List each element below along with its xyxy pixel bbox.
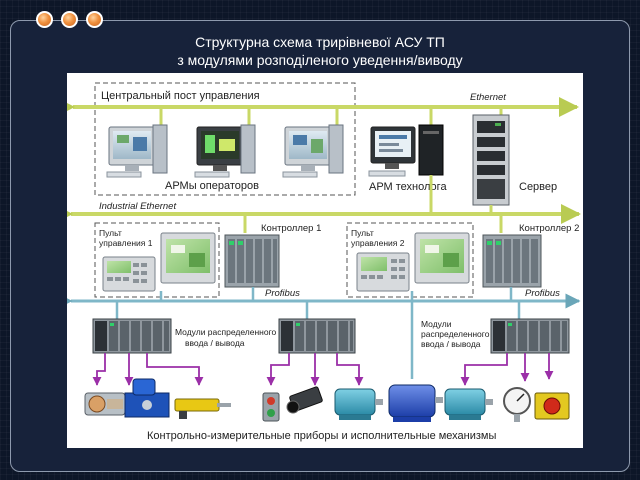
motor-device bbox=[444, 388, 493, 420]
camera-sensor-device bbox=[286, 386, 323, 414]
dist-io-mid-line3: ввода / вывода bbox=[421, 339, 481, 349]
central-post-label: Центральный пост управления bbox=[101, 90, 260, 102]
control-panel-2-group: Пульт управления 2 bbox=[346, 222, 474, 298]
operators-label: АРМы операторов bbox=[165, 180, 259, 192]
profibus-bus: Profibus Profibus bbox=[57, 288, 581, 309]
motor-device bbox=[334, 388, 383, 420]
distributed-io-module-right bbox=[490, 318, 570, 354]
industrial-ethernet-drops bbox=[243, 175, 503, 233]
hydraulic-pump-device bbox=[124, 378, 170, 418]
operator-workstation bbox=[106, 124, 168, 178]
controller-1 bbox=[224, 234, 280, 288]
decor-dots bbox=[36, 11, 103, 28]
technologist-workstation bbox=[368, 124, 444, 177]
distributed-io-module-middle bbox=[278, 318, 356, 354]
ethernet-drops bbox=[159, 107, 503, 125]
pushbutton-device bbox=[262, 392, 280, 422]
profibus-label-left: Profibus bbox=[265, 288, 300, 299]
panel1-label-line2: управления 1 bbox=[99, 238, 153, 248]
profibus-label-right: Profibus bbox=[525, 288, 560, 299]
operator-workstation bbox=[194, 124, 256, 178]
ethernet-bus: Ethernet bbox=[55, 92, 579, 117]
decor-dot bbox=[61, 11, 78, 28]
server-rack bbox=[472, 114, 510, 206]
operator-workstation bbox=[282, 124, 344, 178]
motor-device bbox=[388, 384, 443, 422]
panel1-label-line1: Пульт bbox=[99, 228, 122, 238]
slide-title-line2: з модулями розподіленого уведення/виводу bbox=[177, 52, 463, 68]
panel2-label-line1: Пульт bbox=[351, 228, 374, 238]
diagram-canvas: Центральный пост управления Ethernet bbox=[53, 73, 583, 448]
distributed-io-module-left bbox=[92, 318, 172, 354]
profibus-drops bbox=[115, 287, 521, 379]
dist-io-left-line1: Модули распределенного bbox=[175, 327, 277, 337]
controller2-label: Контроллер 2 bbox=[519, 223, 579, 234]
field-devices-label: Контрольно-измерительные приборы и испол… bbox=[147, 430, 496, 442]
technologist-label: АРМ технолога bbox=[369, 181, 447, 193]
emergency-stop-device bbox=[534, 392, 570, 420]
controller1-label: Контроллер 1 bbox=[261, 223, 321, 234]
server-label: Сервер bbox=[519, 181, 557, 193]
controller-2 bbox=[482, 234, 542, 288]
valve-device bbox=[84, 392, 126, 416]
industrial-ethernet-bus: Industrial Ethernet bbox=[53, 201, 581, 224]
ethernet-label: Ethernet bbox=[470, 92, 506, 103]
dist-io-mid-line2: распределенного bbox=[421, 329, 490, 339]
pressure-gauge-device bbox=[503, 387, 531, 422]
actuator-cylinder-device bbox=[174, 398, 231, 419]
slide-title-line1: Структурна схема трирівневої АСУ ТП bbox=[195, 34, 445, 50]
industrial-ethernet-label: Industrial Ethernet bbox=[99, 201, 176, 212]
panel2-label-line2: управления 2 bbox=[351, 238, 405, 248]
dist-io-mid-line1: Модули bbox=[421, 319, 452, 329]
control-panel-1-group: Пульт управления 1 bbox=[94, 222, 220, 298]
decor-dot bbox=[36, 11, 53, 28]
dist-io-left-line2: ввода / вывода bbox=[185, 338, 245, 348]
signal-lines bbox=[92, 353, 554, 386]
decor-dot bbox=[86, 11, 103, 28]
